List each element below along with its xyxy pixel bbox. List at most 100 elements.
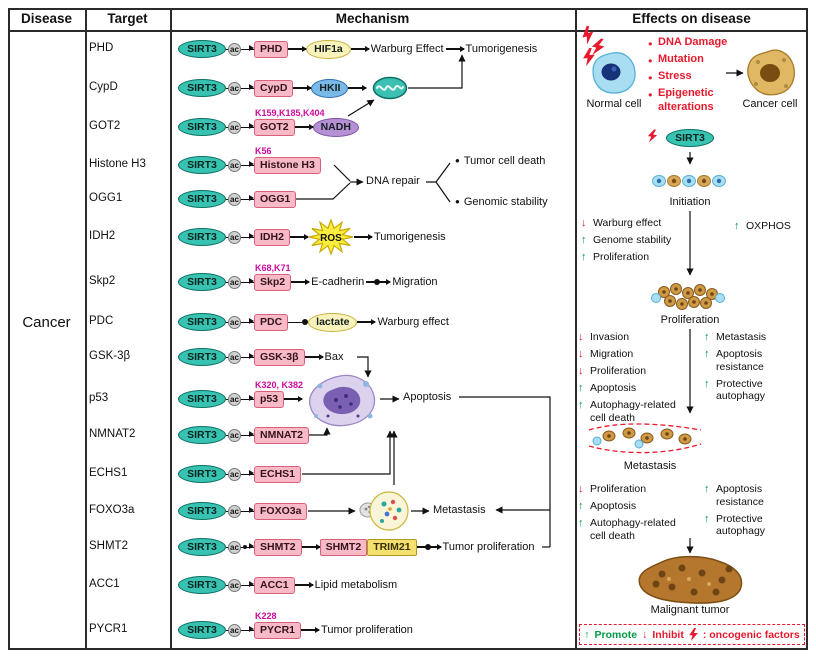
acetylation-arrow: ac [226,504,254,519]
arrow-icon [294,123,314,131]
ac-badge: ac [228,275,241,289]
effect-label: Metastasis [716,331,767,343]
effect-bullet: ↑ Genome stability [581,234,711,247]
sirt3-oval: SIRT3 [178,348,226,366]
initiation-effects-left: ↓Warburg effect ↑ Genome stability ↑Prolife… [581,217,711,268]
acetylation-arrow: ac [226,467,254,482]
arrowhead-icon [249,123,254,130]
effect-bullet: ↑Protective autophagy [704,513,804,538]
acetylation-arrow: ac [226,158,254,173]
legend: ↑Promote↓Inhibit: oncogenic factors [579,624,805,645]
up-arrow-icon: ↑ [704,377,710,390]
mechanism-text: E-cadherin [311,276,365,288]
table-frame [8,8,808,650]
column-divider [575,8,577,650]
sirt3-oval: SIRT3 [178,273,226,291]
up-arrow-icon: ↑ [704,483,710,495]
up-arrow-icon: ↑ [578,382,584,394]
ac-badge: ac [228,350,241,364]
lysine-sites: K159,K185,K404 [255,107,325,118]
arrow-icon [304,353,324,361]
target-label-cypd: CypD [89,81,118,93]
arrowhead-icon [249,543,254,550]
arrow-icon [353,233,373,241]
target-box-shmt2: SHMT2 [254,538,302,556]
lightning-icon [583,47,595,67]
dot-arrow-icon [416,543,442,551]
apoptotic-cell-graphic [306,372,378,428]
arrowhead-icon [249,195,254,202]
group-box-shmt2: SHMT2 [319,538,368,556]
oncogenic-factor-item: DNA Damage [648,36,734,50]
header-target: Target [107,11,148,26]
effect-label: Genome stability [593,234,672,246]
effect-bullet: ↓Warburg effect [581,217,711,230]
target-box-echs1: ECHS1 [254,465,302,483]
arrowhead-icon [249,626,254,633]
target-box-label: PYCR1 [260,624,296,636]
effect-label: Protective autophagy [716,512,766,538]
effect-label: Invasion [590,331,630,343]
arrow-icon [301,626,321,634]
arrow-icon [289,233,309,241]
target-box-cypd: CypD [254,79,294,97]
sirt3-oval: SIRT3 [178,621,226,639]
target-box-label: OGG1 [260,193,291,205]
metabolite-oval-lactate: lactate [308,312,358,332]
mechanism-text: Warburg effect [377,316,449,328]
ac-badge: ac [228,42,241,56]
metastatic-cell-graphic [357,488,409,534]
arrowhead-icon [249,161,254,168]
lightning-icon [647,129,658,143]
up-arrow-icon: ↑ [581,234,587,246]
arrowhead-icon [249,278,254,285]
effect-label: Proliferation [590,365,647,377]
acetylation-arrow: ac [226,540,254,555]
target-label-idh2: IDH2 [89,230,116,242]
proliferation-effects-right: ↑Metastasis↑Apoptosis resistance↑Protect… [704,331,804,407]
sirt3-oval: SIRT3 [178,538,226,556]
target-box-label: NMNAT2 [260,429,303,441]
target-box-phd: PHD [254,40,289,58]
metastasis-effects-left: ↓Proliferation↑Apoptosis↑Autophagy-relat… [578,483,686,547]
acetylation-arrow: ac [226,350,254,365]
effect-bullet: ↓Invasion [578,331,686,344]
ac-badge: ac [228,578,241,592]
target-label-skp2: Skp2 [89,275,116,287]
sirt3-oval: SIRT3 [178,228,226,246]
sirt3-oval: SIRT3 [178,576,226,594]
acetylation-arrow: ac [226,428,254,443]
up-arrow-icon: ↑ [578,517,584,529]
target-box-label: Skp2 [260,276,286,288]
acetylation-arrow: ac [226,578,254,593]
proliferation-label: Proliferation [660,314,720,326]
effect-bullet: ↑Proliferation [581,251,711,264]
cancer-cell-label: Cancer cell [742,98,798,110]
mechanism-text: Tumor proliferation [321,624,413,636]
down-arrow-icon: ↓ [578,348,584,360]
down-arrow-icon: ↓ [578,365,584,377]
oncogenic-factors-list: DNA DamageMutationStressEpigenetic alter… [648,36,734,118]
metabolite-oval-nadh: NADH [312,117,359,137]
ac-badge: ac [228,428,241,442]
oncogenic-factor-item: Epigenetic alterations [648,87,734,114]
down-arrow-icon: ↓ [578,483,584,495]
target-box-label: Histone H3 [260,159,315,171]
metastasis-cells-graphic [585,420,705,458]
lightning-icon [689,628,698,641]
ac-badge: ac [228,120,241,134]
target-label-histone-h3: Histone H3 [89,158,146,170]
